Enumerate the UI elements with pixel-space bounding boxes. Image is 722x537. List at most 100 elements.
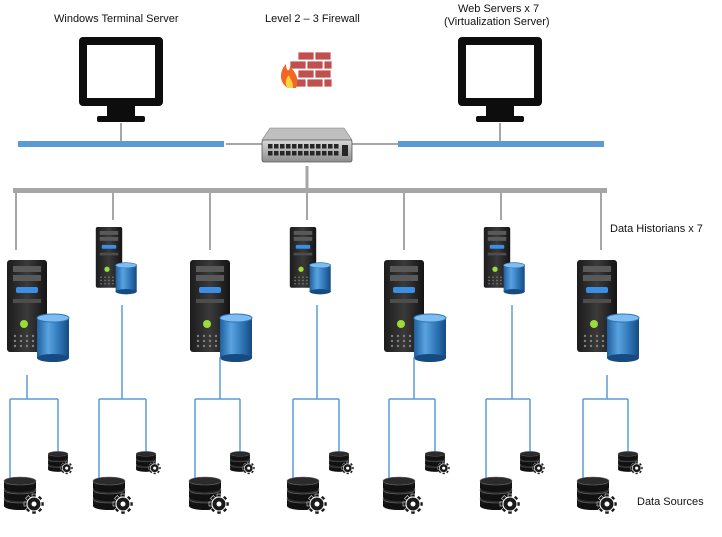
database-gear-icon-large-4 bbox=[286, 476, 328, 515]
database-gear-icon-large-6 bbox=[479, 476, 521, 515]
database-gear-icon-large-7 bbox=[576, 476, 618, 515]
server-vent bbox=[408, 334, 412, 338]
cylinder-body bbox=[115, 265, 137, 292]
server-slot bbox=[13, 299, 41, 303]
firewall-brick bbox=[323, 78, 333, 88]
server-vent bbox=[19, 344, 23, 348]
switch-port bbox=[280, 144, 285, 149]
lan-bar-left bbox=[18, 141, 224, 147]
server-vent bbox=[100, 276, 102, 278]
switch-port bbox=[274, 144, 279, 149]
switch-port bbox=[268, 151, 273, 156]
server-slot bbox=[583, 299, 611, 303]
server-vent bbox=[112, 276, 114, 278]
server-bay bbox=[390, 266, 418, 272]
db-disk-top bbox=[188, 476, 222, 486]
switch-port bbox=[334, 144, 339, 149]
cylinder-top bbox=[309, 262, 332, 269]
db-disk-bottom bbox=[287, 484, 319, 492]
cylinder-body bbox=[607, 318, 639, 358]
gear-hole bbox=[314, 501, 320, 507]
cylinder-bottom bbox=[309, 289, 331, 295]
gear-icon bbox=[402, 493, 424, 515]
server-vent bbox=[396, 334, 400, 338]
server-vent bbox=[100, 282, 102, 285]
server-power-led bbox=[298, 266, 304, 272]
db-disk-top bbox=[424, 451, 446, 457]
storage-cylinder-icon bbox=[309, 262, 332, 295]
server-vent bbox=[302, 279, 304, 282]
monitor-base bbox=[97, 116, 145, 122]
web-servers-label: Web Servers x 7 bbox=[458, 3, 540, 15]
cylinder-top bbox=[219, 313, 253, 323]
server-vent bbox=[492, 279, 494, 282]
gear-icon bbox=[306, 493, 328, 515]
monitor-screen bbox=[466, 45, 534, 98]
server-vent bbox=[488, 276, 490, 278]
server-display bbox=[199, 287, 221, 293]
gear-hole bbox=[65, 466, 69, 470]
server-vent bbox=[13, 344, 17, 348]
cylinder-top bbox=[413, 313, 447, 323]
cylinder-body bbox=[37, 318, 69, 358]
db-disk-top bbox=[479, 476, 513, 486]
server-vent bbox=[104, 279, 106, 282]
db-disk-top bbox=[576, 476, 610, 486]
monitor-screen bbox=[87, 45, 155, 98]
server-vent bbox=[306, 276, 308, 278]
db-disk-bottom bbox=[618, 455, 638, 461]
switch-port bbox=[280, 151, 285, 156]
server-power-led bbox=[203, 320, 211, 328]
server-tower-icon-1 bbox=[7, 260, 70, 362]
server-vent bbox=[214, 334, 218, 338]
server-vent bbox=[31, 339, 35, 343]
server-tower-icon-7 bbox=[577, 260, 640, 362]
db-disk-top bbox=[617, 451, 639, 457]
database-gear-icon-large-5 bbox=[382, 476, 424, 515]
switch-port bbox=[310, 151, 315, 156]
gear-icon bbox=[23, 493, 45, 515]
switch-port bbox=[310, 144, 315, 149]
server-vent bbox=[500, 282, 502, 285]
server-vent bbox=[396, 339, 400, 343]
gear-hole bbox=[507, 501, 513, 507]
server-power-led bbox=[20, 320, 28, 328]
switch-port bbox=[304, 144, 309, 149]
db-disk-bottom bbox=[329, 455, 349, 461]
gear-icon bbox=[532, 461, 546, 475]
firewall-icon bbox=[281, 51, 333, 88]
storage-cylinder-icon bbox=[503, 262, 526, 295]
server-vent bbox=[390, 344, 394, 348]
cylinder-body bbox=[503, 265, 525, 292]
gear-icon bbox=[596, 493, 618, 515]
server-vent bbox=[496, 279, 498, 282]
monitor-neck bbox=[486, 106, 514, 116]
server-vent bbox=[589, 344, 593, 348]
db-disk-bottom bbox=[136, 455, 156, 461]
gear-hole bbox=[410, 501, 416, 507]
server-vent bbox=[208, 339, 212, 343]
server-vent bbox=[589, 334, 593, 338]
server-vent bbox=[202, 339, 206, 343]
server-vent bbox=[214, 339, 218, 343]
server-vent bbox=[595, 339, 599, 343]
server-vent bbox=[108, 282, 110, 285]
server-bay bbox=[196, 266, 224, 272]
server-vent bbox=[298, 282, 300, 285]
server-bay bbox=[99, 236, 119, 241]
database-gear-icon-large-2 bbox=[92, 476, 134, 515]
switch-port bbox=[322, 144, 327, 149]
server-vent bbox=[390, 339, 394, 343]
gear-hole bbox=[247, 466, 251, 470]
server-tower-icon-6 bbox=[483, 227, 526, 295]
database-gear-icon-small-4 bbox=[328, 451, 355, 475]
gear-hole bbox=[31, 501, 37, 507]
server-vent bbox=[601, 334, 605, 338]
database-gear-icon-small-6 bbox=[519, 451, 546, 475]
firewall-brick bbox=[314, 51, 332, 61]
server-display bbox=[16, 287, 38, 293]
server-vent bbox=[396, 344, 400, 348]
server-vent bbox=[196, 334, 200, 338]
switch-port bbox=[328, 151, 333, 156]
firewall-brick bbox=[323, 60, 333, 70]
